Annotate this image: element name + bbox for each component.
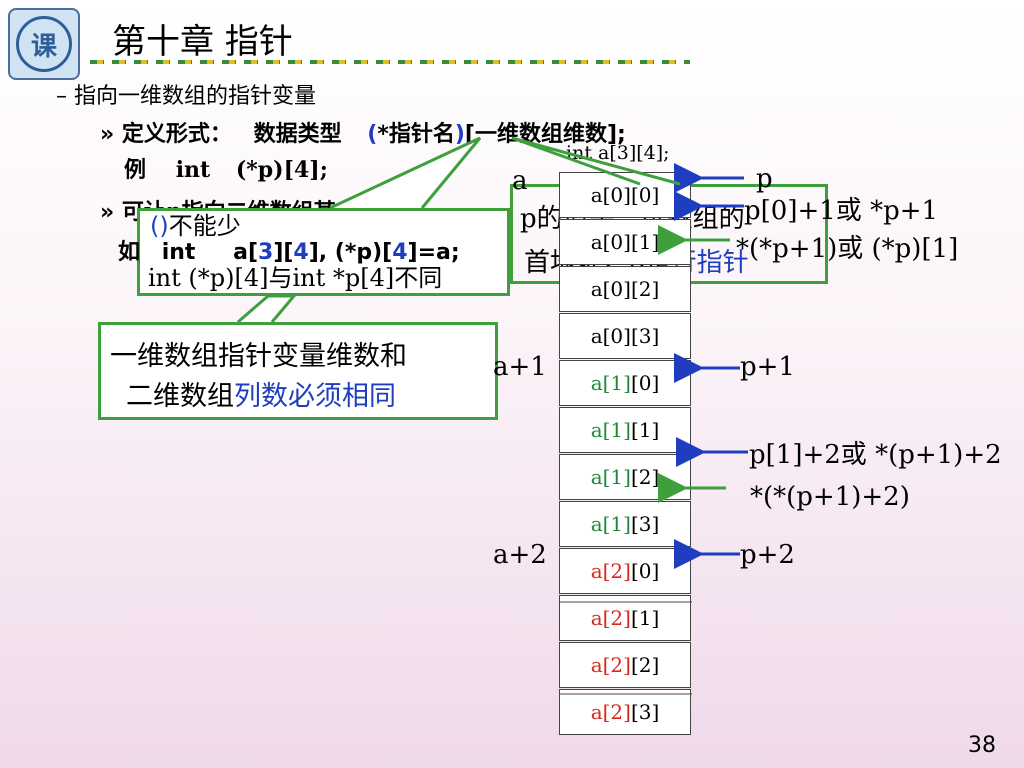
- label-deref-p1-plus-2: *(*(p+1)+2): [750, 482, 910, 512]
- bullet-l1-text: 指向一维数组的指针变量: [74, 84, 317, 109]
- def-star: *: [377, 122, 389, 147]
- ru-4: 4: [293, 240, 309, 265]
- cell-row-part: a[0]: [590, 230, 631, 254]
- memory-cell: a[1][0]: [559, 360, 691, 406]
- ru-end: ]=a;: [407, 240, 460, 265]
- paren-close: ): [159, 212, 169, 240]
- ru-a2: ][: [273, 240, 294, 265]
- cell-col-part: [1]: [630, 418, 660, 442]
- school-logo: 课: [8, 8, 80, 80]
- cell-row-part: a[0]: [590, 183, 631, 207]
- cell-col-part: [0]: [630, 371, 660, 395]
- ru-label: 如: [118, 240, 141, 265]
- ru-4b: 4: [392, 240, 408, 265]
- cell-col-part: [0]: [630, 183, 660, 207]
- logo-seal-icon: 课: [16, 16, 72, 72]
- label-a-plus-2: a+2: [493, 540, 547, 570]
- memory-cell: a[2][0]: [559, 548, 691, 594]
- label-p: p: [756, 164, 773, 194]
- bullet-dash: –: [56, 84, 67, 109]
- def-label: 定义形式：: [121, 122, 232, 147]
- label-a-plus-1: a+1: [493, 352, 547, 382]
- cell-col-part: [2]: [630, 277, 660, 301]
- cell-col-part: [2]: [630, 653, 660, 677]
- callout-parentheses: [137, 208, 510, 296]
- def-marker: »: [100, 122, 115, 147]
- slide-title: 第十章 指针: [112, 22, 293, 62]
- cell-row-part: a[2]: [590, 559, 631, 583]
- label-star-star-p-plus-1: *(*p+1)或 (*p)[1]: [736, 234, 959, 264]
- cell-row-part: a[0]: [590, 277, 631, 301]
- def-close-paren: ): [454, 122, 465, 147]
- cell-col-part: [2]: [630, 465, 660, 489]
- callout-bottom-line1: 一维数组指针变量维数和: [110, 341, 407, 372]
- cell-col-part: [3]: [630, 700, 660, 724]
- cell-row-part: a[2]: [590, 653, 631, 677]
- cell-col-part: [1]: [630, 230, 660, 254]
- pointer-bottom-callout: [237, 294, 298, 324]
- ru-a: a[: [233, 240, 258, 265]
- example-int: int: [175, 157, 211, 183]
- example-line: 例 int (*p)[4];: [124, 152, 328, 184]
- memory-cell: a[0][0]: [559, 172, 691, 218]
- example-label: 例: [124, 158, 147, 183]
- bottom-line2-b: 列数必须相同: [234, 381, 396, 412]
- example-decl: (*p)[4];: [235, 157, 328, 183]
- memory-cell: a[1][3]: [559, 501, 691, 547]
- can-marker: »: [100, 200, 115, 225]
- cell-row-part: a[0]: [590, 324, 631, 348]
- memory-cell: a[1][2]: [559, 454, 691, 500]
- callout-left-line1: ()不能少: [150, 206, 241, 241]
- ru-int: int: [161, 240, 196, 265]
- memory-cell: a[2][1]: [559, 595, 691, 641]
- label-a: a: [512, 166, 528, 196]
- bottom-line2-a: 二维数组: [126, 381, 234, 412]
- memory-cell: a[2][2]: [559, 642, 691, 688]
- ru-a3: ], (*p)[: [308, 240, 393, 265]
- title-underline: [90, 60, 690, 64]
- memory-cell: a[0][3]: [559, 313, 691, 359]
- cell-col-part: [0]: [630, 559, 660, 583]
- label-p1-plus-2: p[1]+2或 *(p+1)+2: [749, 440, 1002, 470]
- array-declaration: int a[3][4];: [566, 142, 670, 164]
- cell-row-part: a[1]: [590, 418, 631, 442]
- cell-row-part: a[2]: [590, 606, 631, 630]
- callout-bottom-line2: 二维数组列数必须相同: [126, 374, 396, 413]
- cell-row-part: a[1]: [590, 512, 631, 536]
- label-p-plus-2: p+2: [740, 540, 795, 570]
- memory-cell: a[2][3]: [559, 689, 691, 735]
- label-p0-plus-1: p[0]+1或 *p+1: [744, 196, 939, 226]
- callout-left-line2: int (*p)[4]与int *p[4]不同: [148, 264, 443, 292]
- cell-row-part: a[1]: [590, 465, 631, 489]
- bullet-level1: – 指向一维数组的指针变量: [56, 78, 316, 110]
- def-type: 数据类型: [253, 122, 342, 147]
- cell-row-part: a[1]: [590, 371, 631, 395]
- label-p-plus-1: p+1: [740, 352, 795, 382]
- definition-line: » 定义形式： 数据类型 (*指针名)[一维数组维数];: [100, 116, 626, 148]
- memory-cell: a[1][1]: [559, 407, 691, 453]
- memory-cell: a[0][1]: [559, 219, 691, 265]
- cell-col-part: [1]: [630, 606, 660, 630]
- ru-3: 3: [258, 240, 274, 265]
- paren-open: (: [150, 212, 160, 240]
- callout-dimension: [98, 322, 498, 420]
- example-ru-line: 如 int a[3][4], (*p)[4]=a;: [118, 234, 460, 266]
- page-number: 38: [968, 733, 996, 758]
- cell-col-part: [3]: [630, 324, 660, 348]
- def-open-paren: (: [367, 122, 378, 147]
- cannot-omit: 不能少: [168, 212, 241, 240]
- cell-row-part: a[2]: [590, 700, 631, 724]
- memory-cell: a[0][2]: [559, 266, 691, 312]
- def-ptr-name: 指针名: [388, 122, 455, 147]
- cell-col-part: [3]: [630, 512, 660, 536]
